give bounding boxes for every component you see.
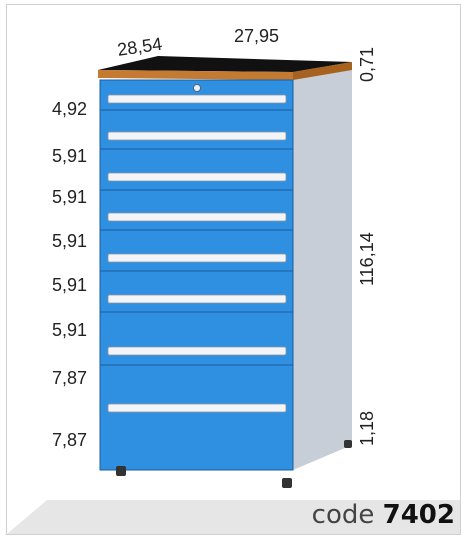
height-dimension: 116,14 — [357, 232, 377, 286]
plinth-dimension: 1,18 — [357, 410, 377, 446]
drawer-handle-2 — [107, 131, 287, 141]
drawer-handle-1 — [107, 94, 287, 104]
worktop-front-edge — [98, 70, 293, 80]
drawer-handle-3 — [107, 172, 287, 182]
worktop-surface — [98, 56, 352, 72]
picture-frame — [6, 4, 461, 535]
code-number: 7402 — [382, 500, 455, 530]
product-code: code 7402 — [312, 500, 455, 530]
drawer-handle-6 — [107, 294, 287, 304]
code-prefix: code — [311, 500, 375, 530]
drawer-handle-7 — [107, 346, 287, 356]
drawer-height-label: 7,87 — [52, 368, 88, 388]
cabinet-feet — [116, 440, 352, 488]
top-thickness-dimension: 0,71 — [357, 46, 377, 82]
cabinet-side-panel — [293, 62, 352, 470]
floor-shadow — [7, 500, 460, 534]
drawer-height-label: 5,91 — [52, 231, 88, 251]
drawer-height-label: 5,91 — [52, 275, 88, 295]
width-dimension: 27,95 — [234, 26, 280, 46]
drawer-stack — [107, 94, 287, 413]
drawer-handle-8 — [107, 403, 287, 413]
drawer-height-label: 5,91 — [52, 187, 88, 207]
drawer-height-label: 5,91 — [52, 320, 88, 340]
drawer-handle-5 — [107, 253, 287, 263]
lock-icon — [193, 84, 201, 92]
worktop-side-edge — [293, 62, 352, 80]
drawer-handle-4 — [107, 212, 287, 222]
drawer-height-label: 5,91 — [52, 146, 88, 166]
drawer-height-label: 7,87 — [52, 430, 88, 450]
drawer-height-label: 4,92 — [52, 99, 88, 119]
